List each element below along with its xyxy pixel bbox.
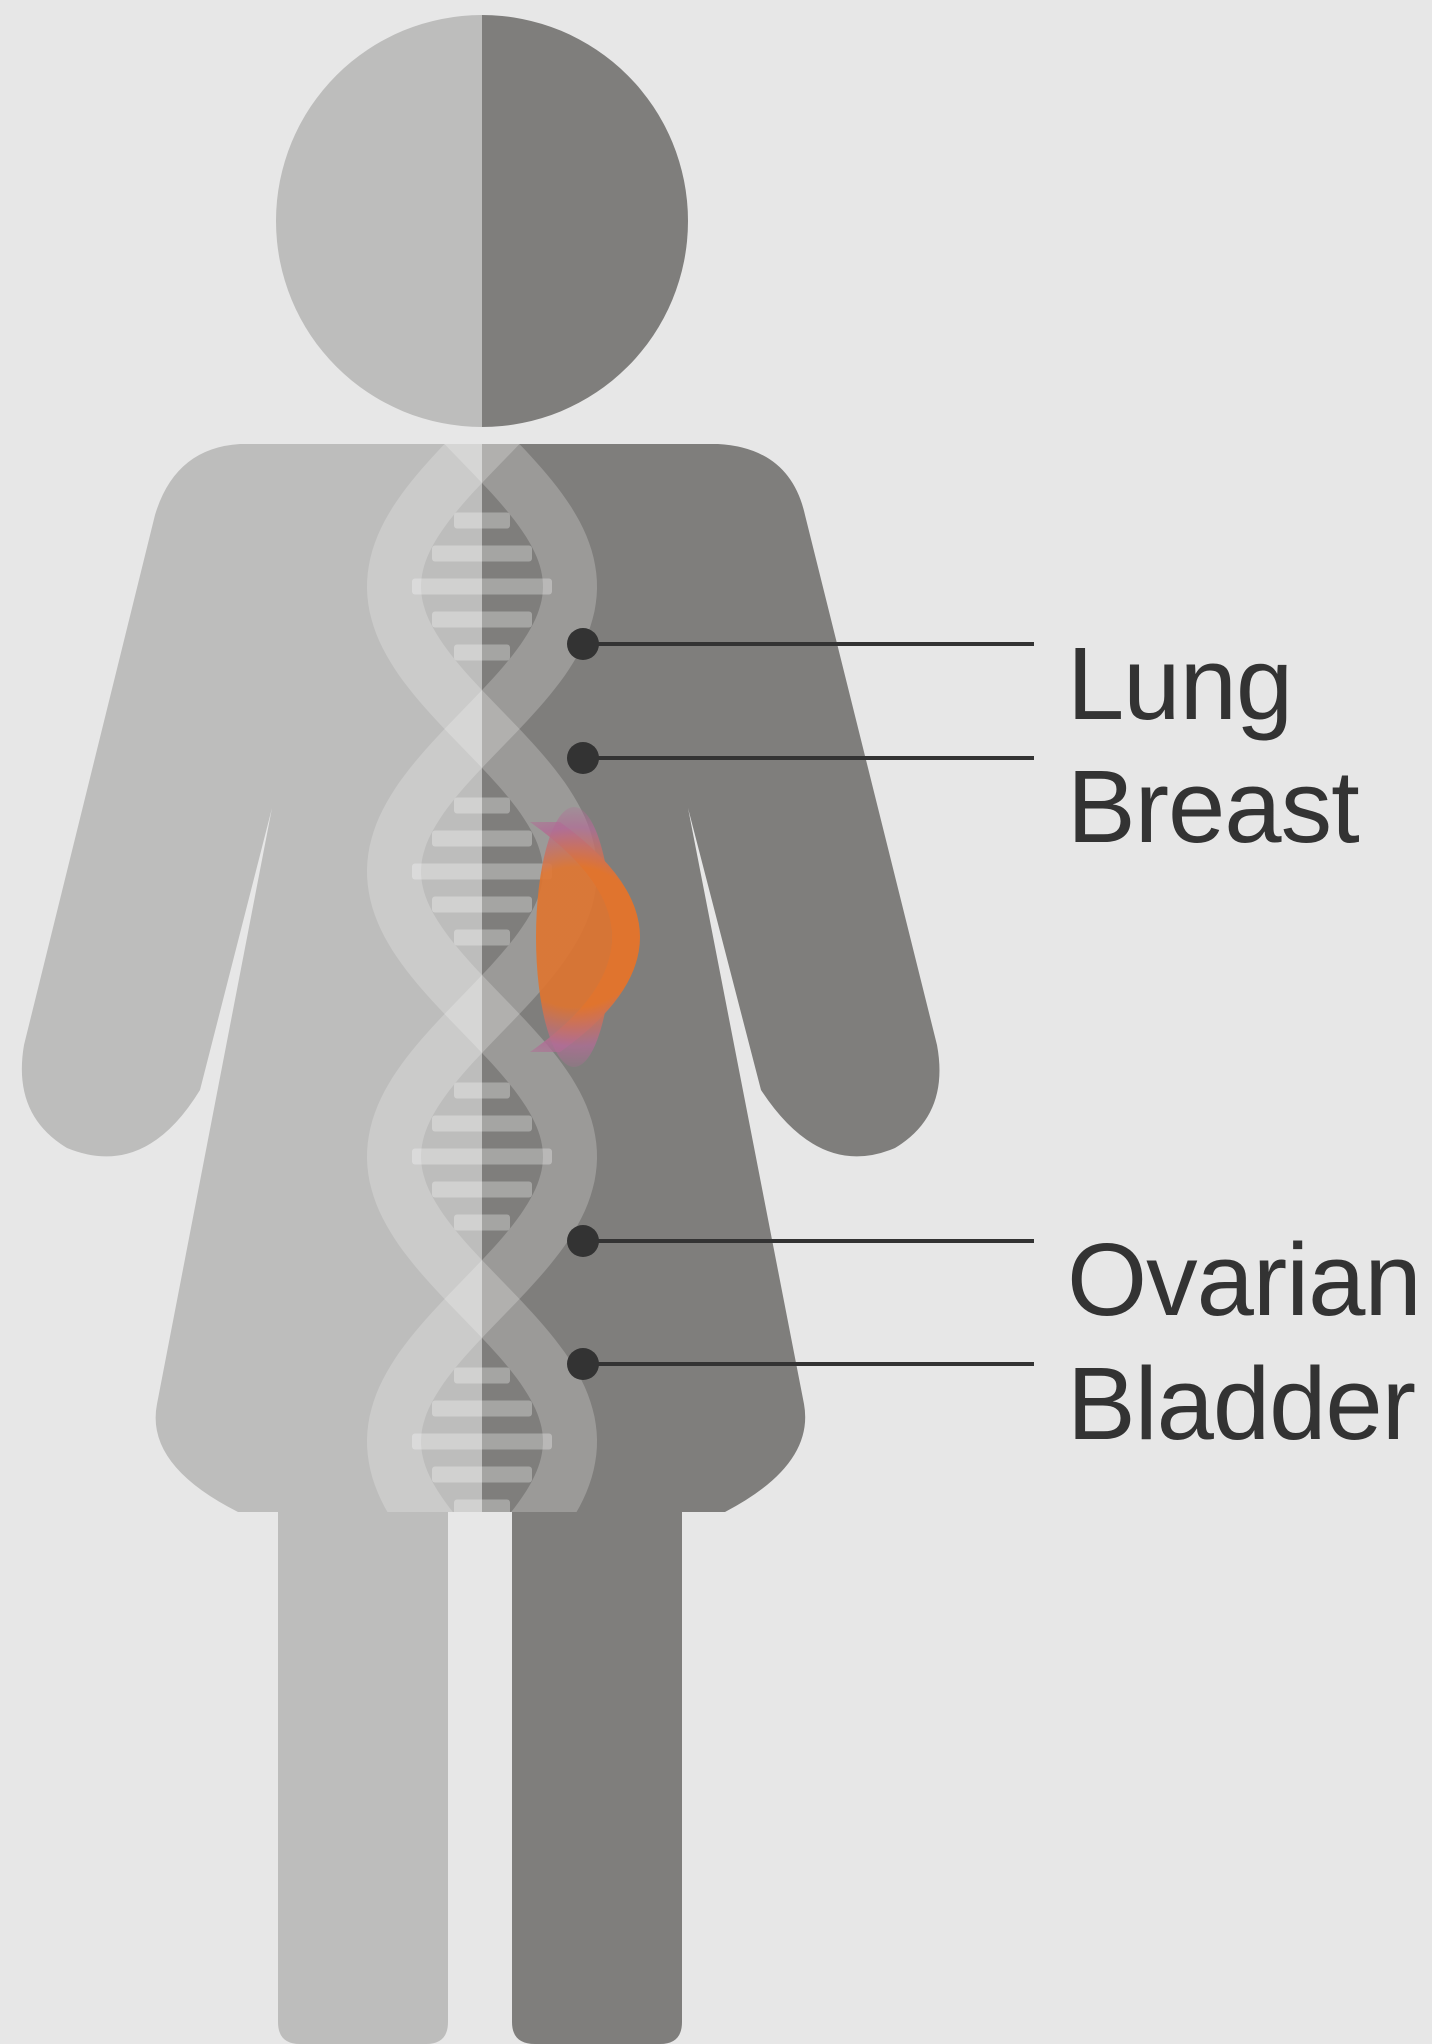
dna-base-pair (412, 1149, 552, 1165)
dna-base-pair (454, 1368, 510, 1384)
dna-base-pair (432, 1182, 532, 1198)
pointer-breast-dot (567, 742, 599, 774)
dna-base-pair (454, 1500, 510, 1516)
dna-base-pair (432, 897, 532, 913)
dna-base-pair (454, 1215, 510, 1231)
dna-base-pair (432, 1467, 532, 1483)
dna-base-pair (412, 864, 552, 880)
dna-base-pair (432, 612, 532, 628)
dna-base-pair (432, 1116, 532, 1132)
label-ovarian: Ovarian (1067, 1228, 1421, 1331)
dna-base-pair (454, 798, 510, 814)
label-breast: Breast (1067, 755, 1359, 858)
label-lung: Lung (1067, 632, 1292, 735)
dna-base-pair (432, 1401, 532, 1417)
dna-base-pair (454, 645, 510, 661)
highlight-glow (536, 807, 612, 1067)
dna-base-pair (412, 579, 552, 595)
dna-base-pair (432, 546, 532, 562)
dna-base-pair (454, 1083, 510, 1099)
dna-base-pair (412, 1434, 552, 1450)
dna-base-pair (432, 831, 532, 847)
label-bladder: Bladder (1067, 1352, 1415, 1455)
pointer-lung-dot (567, 628, 599, 660)
pointer-bladder-dot (567, 1348, 599, 1380)
pointer-ovarian-dot (567, 1225, 599, 1257)
dna-base-pair (454, 930, 510, 946)
dna-base-pair (454, 513, 510, 529)
